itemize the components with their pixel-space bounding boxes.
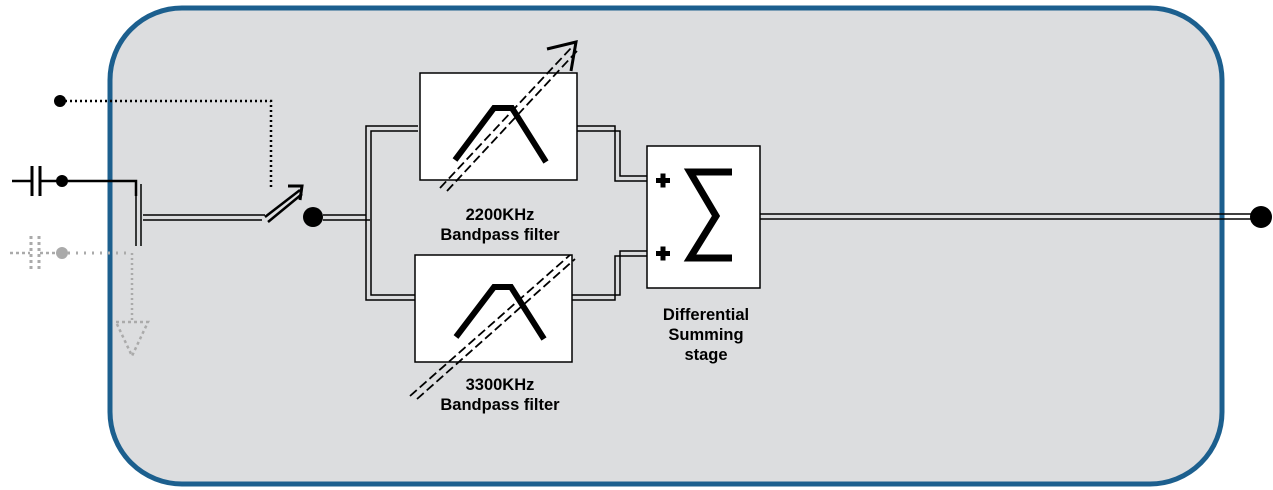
- output-bus: [760, 213, 1254, 220]
- output-terminal-dot: [1250, 206, 1272, 228]
- plus-icon: [656, 246, 670, 261]
- filter-2-name: 3300KHz: [465, 376, 535, 394]
- control-input: [54, 95, 273, 190]
- filter-2-label: 3300KHz Bandpass filter: [410, 375, 590, 415]
- plus-icon: [656, 173, 670, 188]
- filter-1-label: 2200KHz Bandpass filter: [410, 205, 590, 245]
- capacitor-icon: [30, 166, 42, 196]
- summing-label-line-2: Summing: [668, 326, 744, 344]
- bandpass-response-icon: [453, 284, 547, 341]
- summing-label-line-1: Differential: [662, 306, 750, 324]
- summation-icon: [683, 168, 732, 262]
- filter-2-type: Bandpass filter: [440, 396, 560, 414]
- split-bus: [323, 125, 418, 301]
- bandpass-filter-2: [414, 254, 573, 363]
- terminal-dot-icon: [56, 247, 68, 259]
- summing-stage: [646, 145, 761, 289]
- filter-1-type: Bandpass filter: [440, 226, 560, 244]
- ground-icon: [114, 320, 150, 359]
- tuning-line-2: [409, 254, 576, 400]
- alternate-input-ghost: [10, 236, 150, 359]
- bus-to-switch: [143, 214, 265, 221]
- switch-icon: [264, 184, 304, 223]
- filter-1-name: 2200KHz: [465, 206, 535, 224]
- bandpass-response-icon: [452, 105, 549, 164]
- tuning-arrow-1: [439, 40, 578, 192]
- input-bus: [135, 184, 142, 246]
- filter-output-buses: [572, 125, 647, 301]
- summing-label-line-3: stage: [684, 346, 728, 364]
- switch-terminal-dot: [303, 207, 323, 227]
- summing-stage-label: Differential Summing stage: [616, 305, 796, 365]
